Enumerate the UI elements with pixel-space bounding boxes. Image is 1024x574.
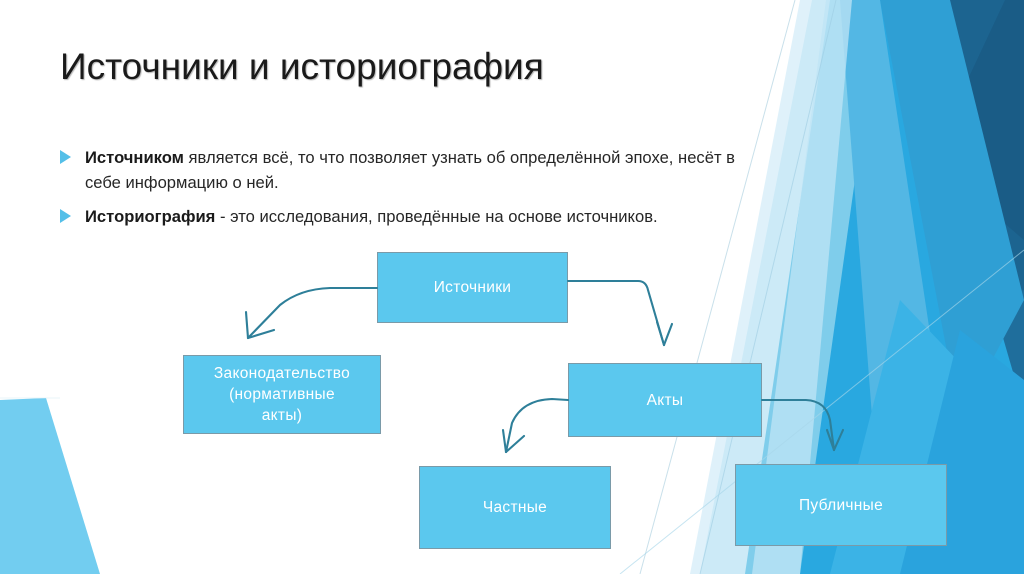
bullet-text: Источником является всё, то что позволяе…	[85, 145, 760, 195]
bullet-lead-term: Историография	[85, 207, 216, 226]
diagram-node-label-line2: (нормативные	[229, 386, 335, 403]
connector-istochniki-to-zakonodatelstvo	[244, 286, 379, 340]
diagram-node-akty[interactable]: Акты	[568, 363, 762, 437]
bullet-item-istoriografiya: Историография - это исследования, провед…	[60, 204, 790, 229]
bullet-text: Историография - это исследования, провед…	[85, 204, 658, 229]
connector-akty-to-chastnye	[501, 397, 570, 454]
diagram-node-chastnye[interactable]: Частные	[419, 466, 611, 549]
connector-istochniki-to-akty	[566, 279, 674, 347]
diagram-node-label: Акты	[646, 391, 684, 409]
diagram-node-label-line1: Законодательство	[213, 365, 351, 382]
diagram-node-label: Законодательство (нормативные акты)	[214, 363, 350, 426]
diagram-node-label: Частные	[482, 499, 548, 516]
page-title: Источники и историография	[60, 46, 544, 87]
diagram-node-publichnye[interactable]: Публичные	[735, 464, 947, 546]
diagram-node-zakonodatelstvo[interactable]: Законодательство (нормативные акты)	[183, 355, 381, 434]
bullet-rest-text: - это исследования, проведённые на основ…	[215, 207, 658, 226]
triangle-right-icon	[60, 150, 71, 164]
connector-akty-to-publichnye	[760, 398, 845, 452]
bullet-lead-term: Источником	[85, 148, 184, 167]
diagram-node-label-line3: акты)	[261, 407, 303, 424]
diagram-node-label: Публичные	[798, 496, 884, 514]
bullet-item-istochnikom: Источником является всё, то что позволяе…	[60, 145, 760, 195]
diagram-node-label: Источники	[433, 279, 512, 296]
triangle-right-icon	[60, 209, 71, 223]
diagram-node-istochniki[interactable]: Источники	[377, 252, 568, 323]
